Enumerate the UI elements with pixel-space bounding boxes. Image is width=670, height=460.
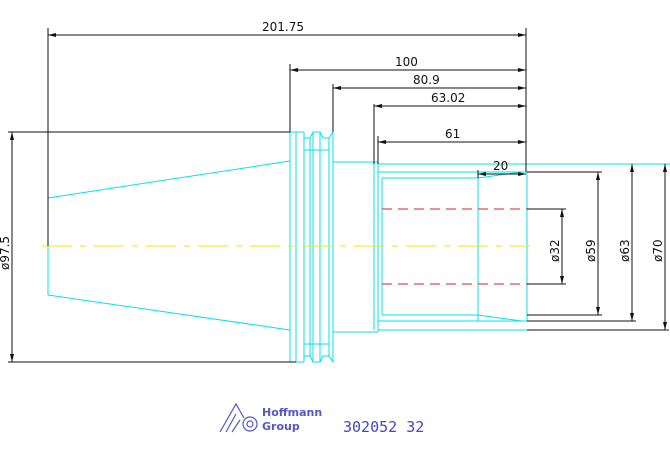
logo-text-line1: Hoffmann [262, 406, 322, 419]
hidden-bore-lines [382, 208, 527, 285]
logo-text-line2: Group [262, 420, 300, 433]
dim-label-dia-70: ø70 [651, 239, 665, 262]
hoffmann-logo-icon [219, 402, 258, 433]
dim-label-80-9: 80.9 [413, 73, 440, 87]
neck [333, 161, 379, 333]
nose [373, 162, 670, 332]
hoffmann-group-logo: Hoffmann Group [219, 402, 322, 433]
flange [303, 131, 330, 363]
dim-label-61: 61 [445, 127, 460, 141]
dim-label-dia-63: ø63 [618, 239, 632, 262]
dimension-arrows [10, 33, 667, 362]
dim-label-63-02: 63.02 [431, 91, 465, 105]
dim-label-dia-59: ø59 [584, 239, 598, 262]
dim-label-20: 20 [493, 159, 508, 173]
dim-label-total-length: 201.75 [262, 20, 304, 34]
dimension-lines [8, 28, 669, 363]
dim-label-dia-97-5: ø97.5 [0, 236, 12, 270]
part-outline [47, 130, 670, 364]
dim-label-dia-32: ø32 [548, 239, 562, 262]
dim-label-100: 100 [395, 55, 418, 69]
part-number: 302052 32 [343, 418, 424, 436]
